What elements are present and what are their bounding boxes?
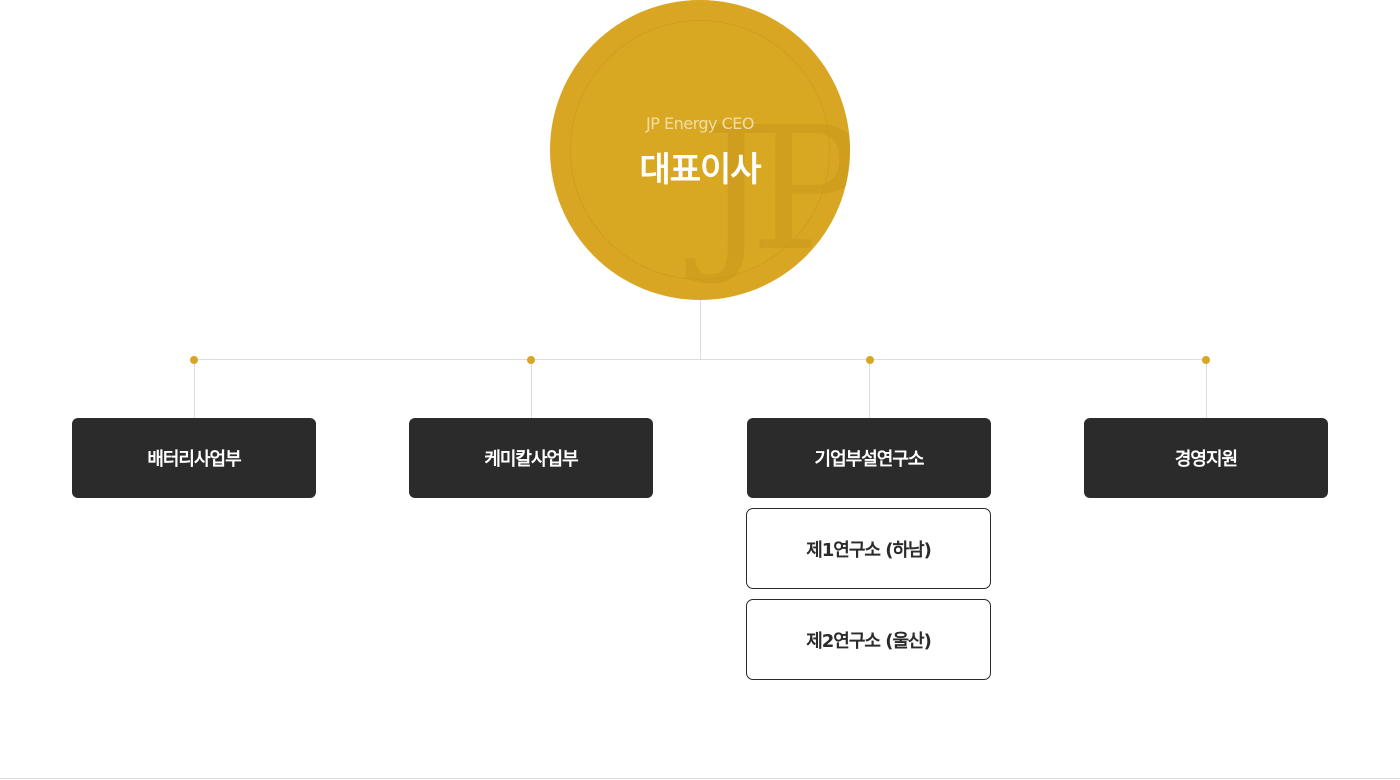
connector-dot <box>190 356 198 364</box>
ceo-title: 대표이사 <box>639 150 761 190</box>
research-lab-hanam: 제1연구소 (하남) <box>746 508 991 589</box>
dept-management-support: 경영지원 <box>1084 418 1328 498</box>
ceo-subtitle: JP Energy CEO <box>646 114 754 133</box>
dept-research-institute: 기업부설연구소 <box>747 418 991 498</box>
dept-chemical-business: 케미칼사업부 <box>409 418 653 498</box>
ceo-inner-ring <box>570 20 830 280</box>
dept-connector <box>1206 360 1207 418</box>
dept-battery-business: 배터리사업부 <box>72 418 316 498</box>
research-lab-ulsan: 제2연구소 (울산) <box>746 599 991 680</box>
dept-connector <box>531 360 532 418</box>
horizontal-connector <box>194 359 1206 360</box>
connector-dot <box>1202 356 1210 364</box>
dept-connector <box>194 360 195 418</box>
connector-dot <box>527 356 535 364</box>
ceo-node: JP JP Energy CEO 대표이사 <box>550 0 850 300</box>
bottom-divider <box>0 778 1400 779</box>
jp-watermark-logo: JP <box>700 91 850 289</box>
connector-dot <box>866 356 874 364</box>
ceo-vertical-connector <box>700 300 701 359</box>
dept-connector <box>869 360 870 418</box>
